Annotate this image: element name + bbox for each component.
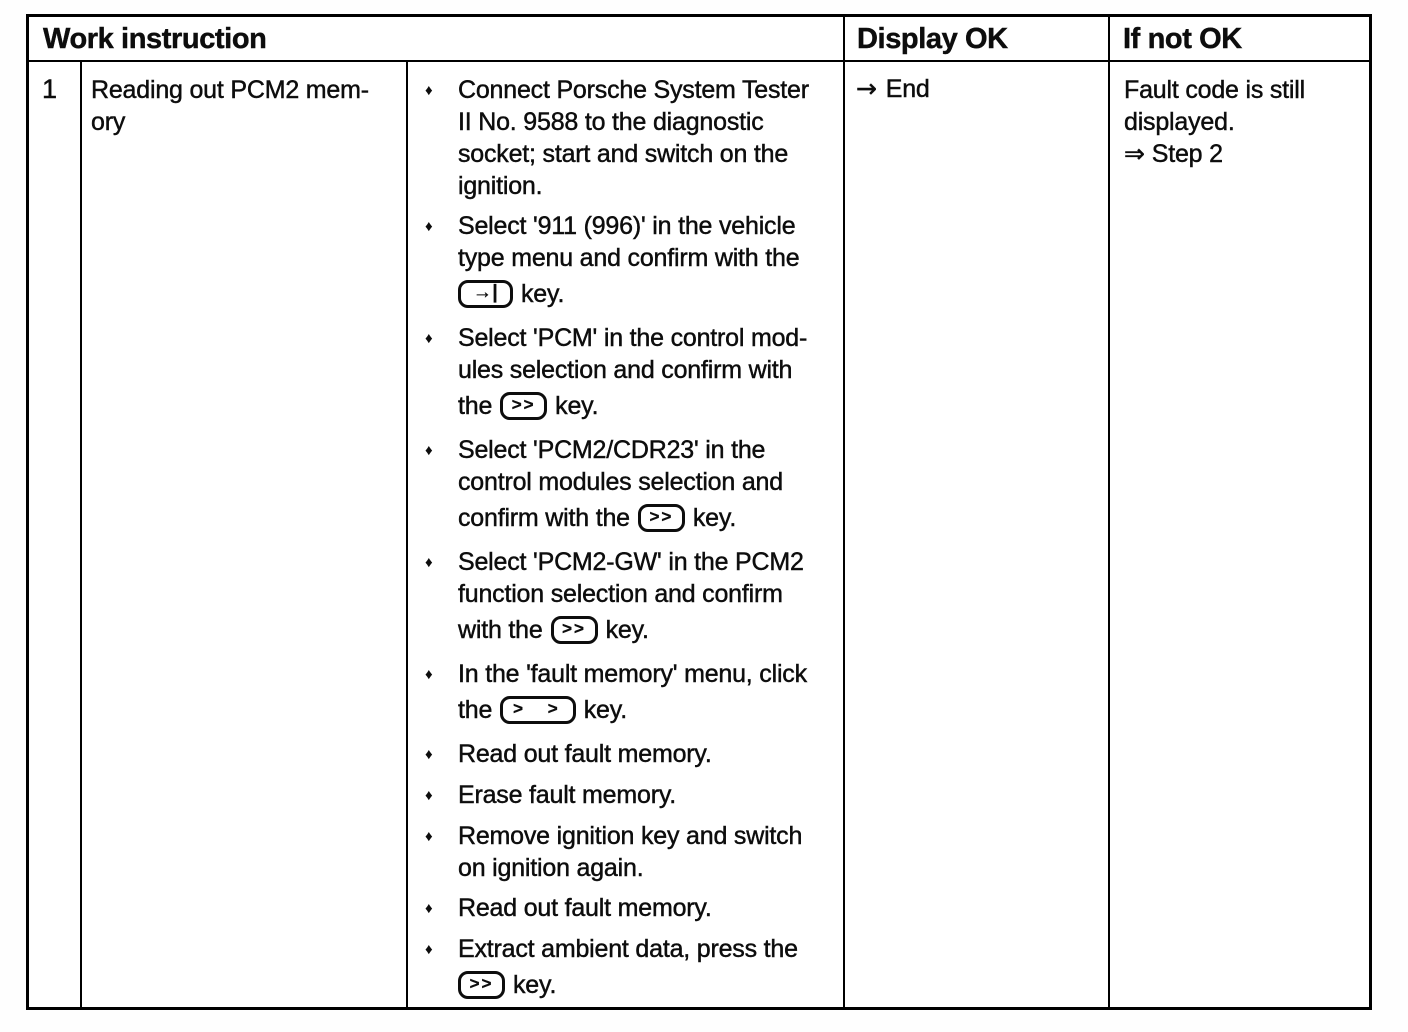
step-line: on ignition again. — [458, 854, 644, 882]
bullet-diamond-icon: ♦ — [425, 828, 433, 845]
step-key-line: the> >key. — [458, 695, 627, 724]
instruction-step: ♦ Remove ignition key and switch on igniti… — [425, 820, 839, 884]
instruction-step: ♦ Extract ambient data, press the>>key. — [425, 933, 839, 1005]
step-key-line: >>key. — [458, 965, 839, 1005]
step-text: Remove ignition key and switch on ignitio… — [458, 820, 839, 884]
step-text: Read out fault memory. — [458, 892, 839, 925]
step-line: II No. 9588 to the diagnostic — [458, 108, 764, 136]
instruction-step: ♦ Connect Porsche System Tester II No. 958… — [425, 74, 839, 202]
instruction-step: ♦ Read out fault memory. — [425, 738, 839, 771]
step-line: Erase fault memory. — [458, 781, 677, 809]
step-text: Read out fault memory. — [458, 738, 839, 771]
header-display-ok-label: Display OK — [857, 23, 1009, 55]
bullet-diamond-icon: ♦ — [425, 442, 433, 459]
step-line: Select 'PCM2-GW' in the PCM2 — [458, 548, 804, 576]
step-line: Read out fault memory. — [458, 740, 712, 768]
if-not-ok-action-line: ⇒Step 2 — [1124, 138, 1365, 170]
tester-arrow-key-icon: →| — [458, 280, 513, 308]
step-line: Connect Porsche System Tester — [458, 76, 809, 104]
instruction-step: ♦ Read out fault memory. — [425, 892, 839, 925]
step-line: control modules selection and — [458, 468, 784, 496]
instruction-steps-cell: ♦ Connect Porsche System Tester II No. 958… — [408, 62, 845, 1007]
step-number: 1 — [42, 74, 57, 104]
step-text: Select 'PCM2-GW' in the PCM2 function sel… — [458, 546, 839, 650]
bullet-diamond-icon: ♦ — [425, 900, 433, 917]
step-text: Select 'PCM2/CDR23' in the control module… — [458, 434, 839, 538]
step-line: Read out fault memory. — [458, 894, 712, 922]
tester-forward-key-icon: >> — [458, 971, 505, 999]
header-if-not-ok-label: If not OK — [1123, 23, 1243, 55]
if-not-ok-cell: Fault code is still displayed. ⇒Step 2 — [1110, 62, 1369, 1007]
header-work-instruction: Work instruction — [29, 17, 845, 62]
instruction-step: ♦ Select '911 (996)' in the vehicle type m… — [425, 210, 839, 314]
step-key-line: the>>key. — [458, 391, 599, 420]
step-text: Connect Porsche System Tester II No. 9588… — [458, 74, 839, 202]
instruction-step: ♦ Select 'PCM2/CDR23' in the control modul… — [425, 434, 839, 538]
header-work-instruction-label: Work instruction — [43, 23, 267, 55]
step-text: Erase fault memory. — [458, 779, 839, 812]
bullet-diamond-icon: ♦ — [425, 787, 433, 804]
display-ok-cell: → End — [845, 62, 1110, 1007]
header-if-not-ok: If not OK — [1110, 17, 1369, 62]
bullet-diamond-icon: ♦ — [425, 218, 433, 235]
header-display-ok: Display OK — [845, 17, 1110, 62]
step-line: Extract ambient data, press the — [458, 935, 798, 963]
bullet-diamond-icon: ♦ — [425, 330, 433, 347]
if-not-ok-action: Step 2 — [1151, 140, 1224, 168]
step-line: In the 'fault memory' menu, click — [458, 660, 808, 688]
if-not-ok-line: Fault code is still — [1124, 76, 1306, 104]
step-number-cell: 1 — [29, 62, 82, 1007]
tester-forward-key-icon: >> — [500, 392, 548, 420]
if-not-ok-line: displayed. — [1124, 108, 1235, 136]
tester-forward-key-icon: >> — [550, 616, 598, 644]
instruction-step: ♦ Select 'PCM' in the control mod-ules se… — [425, 322, 839, 426]
bullet-diamond-icon: ♦ — [425, 941, 433, 958]
bullet-diamond-icon: ♦ — [425, 554, 433, 571]
step-text: Select '911 (996)' in the vehicle type me… — [458, 210, 839, 314]
instruction-step: ♦ In the 'fault memory' menu, click the> >… — [425, 658, 839, 730]
arrow-right-icon: → — [856, 74, 877, 103]
instruction-step: ♦ Select 'PCM2-GW' in the PCM2 function se… — [425, 546, 839, 650]
task-title-line: ory — [91, 108, 126, 136]
step-line: Select '911 (996)' in the vehicle — [458, 212, 796, 240]
step-key-line: →|key. — [458, 274, 839, 314]
work-instruction-table: Work instruction Display OK If not OK 1 … — [26, 14, 1372, 1010]
tester-forward-key-icon: >> — [637, 504, 685, 532]
step-line: type menu and confirm with the — [458, 244, 800, 272]
step-text: In the 'fault memory' menu, click the> >k… — [458, 658, 839, 730]
task-title-cell: Reading out PCM2 mem- ory — [82, 62, 408, 1007]
step-key-line: confirm with the>>key. — [458, 503, 737, 532]
bullet-diamond-icon: ♦ — [425, 82, 433, 99]
step-key-line: with the>>key. — [458, 615, 649, 644]
step-line: Select 'PCM' in the control mod- — [458, 324, 808, 352]
step-line: Remove ignition key and switch — [458, 822, 803, 850]
task-title-line: Reading out PCM2 mem- — [91, 76, 370, 104]
double-arrow-icon: ⇒ — [1124, 139, 1145, 168]
step-line: socket; start and switch on the — [458, 140, 789, 168]
bullet-diamond-icon: ♦ — [425, 666, 433, 683]
instruction-step: ♦ Erase fault memory. — [425, 779, 839, 812]
tester-forward-key-icon: > > — [500, 696, 576, 724]
step-line: ules selection and confirm with — [458, 356, 793, 384]
step-line: ignition. — [458, 172, 543, 200]
bullet-diamond-icon: ♦ — [425, 746, 433, 763]
step-line: Select 'PCM2/CDR23' in the — [458, 436, 766, 464]
display-ok-result: → End — [856, 74, 1108, 104]
step-text: Extract ambient data, press the>>key. — [458, 933, 839, 1005]
display-ok-text: End — [885, 75, 931, 103]
step-text: Select 'PCM' in the control mod-ules sel… — [458, 322, 839, 426]
step-line: function selection and confirm — [458, 580, 783, 608]
